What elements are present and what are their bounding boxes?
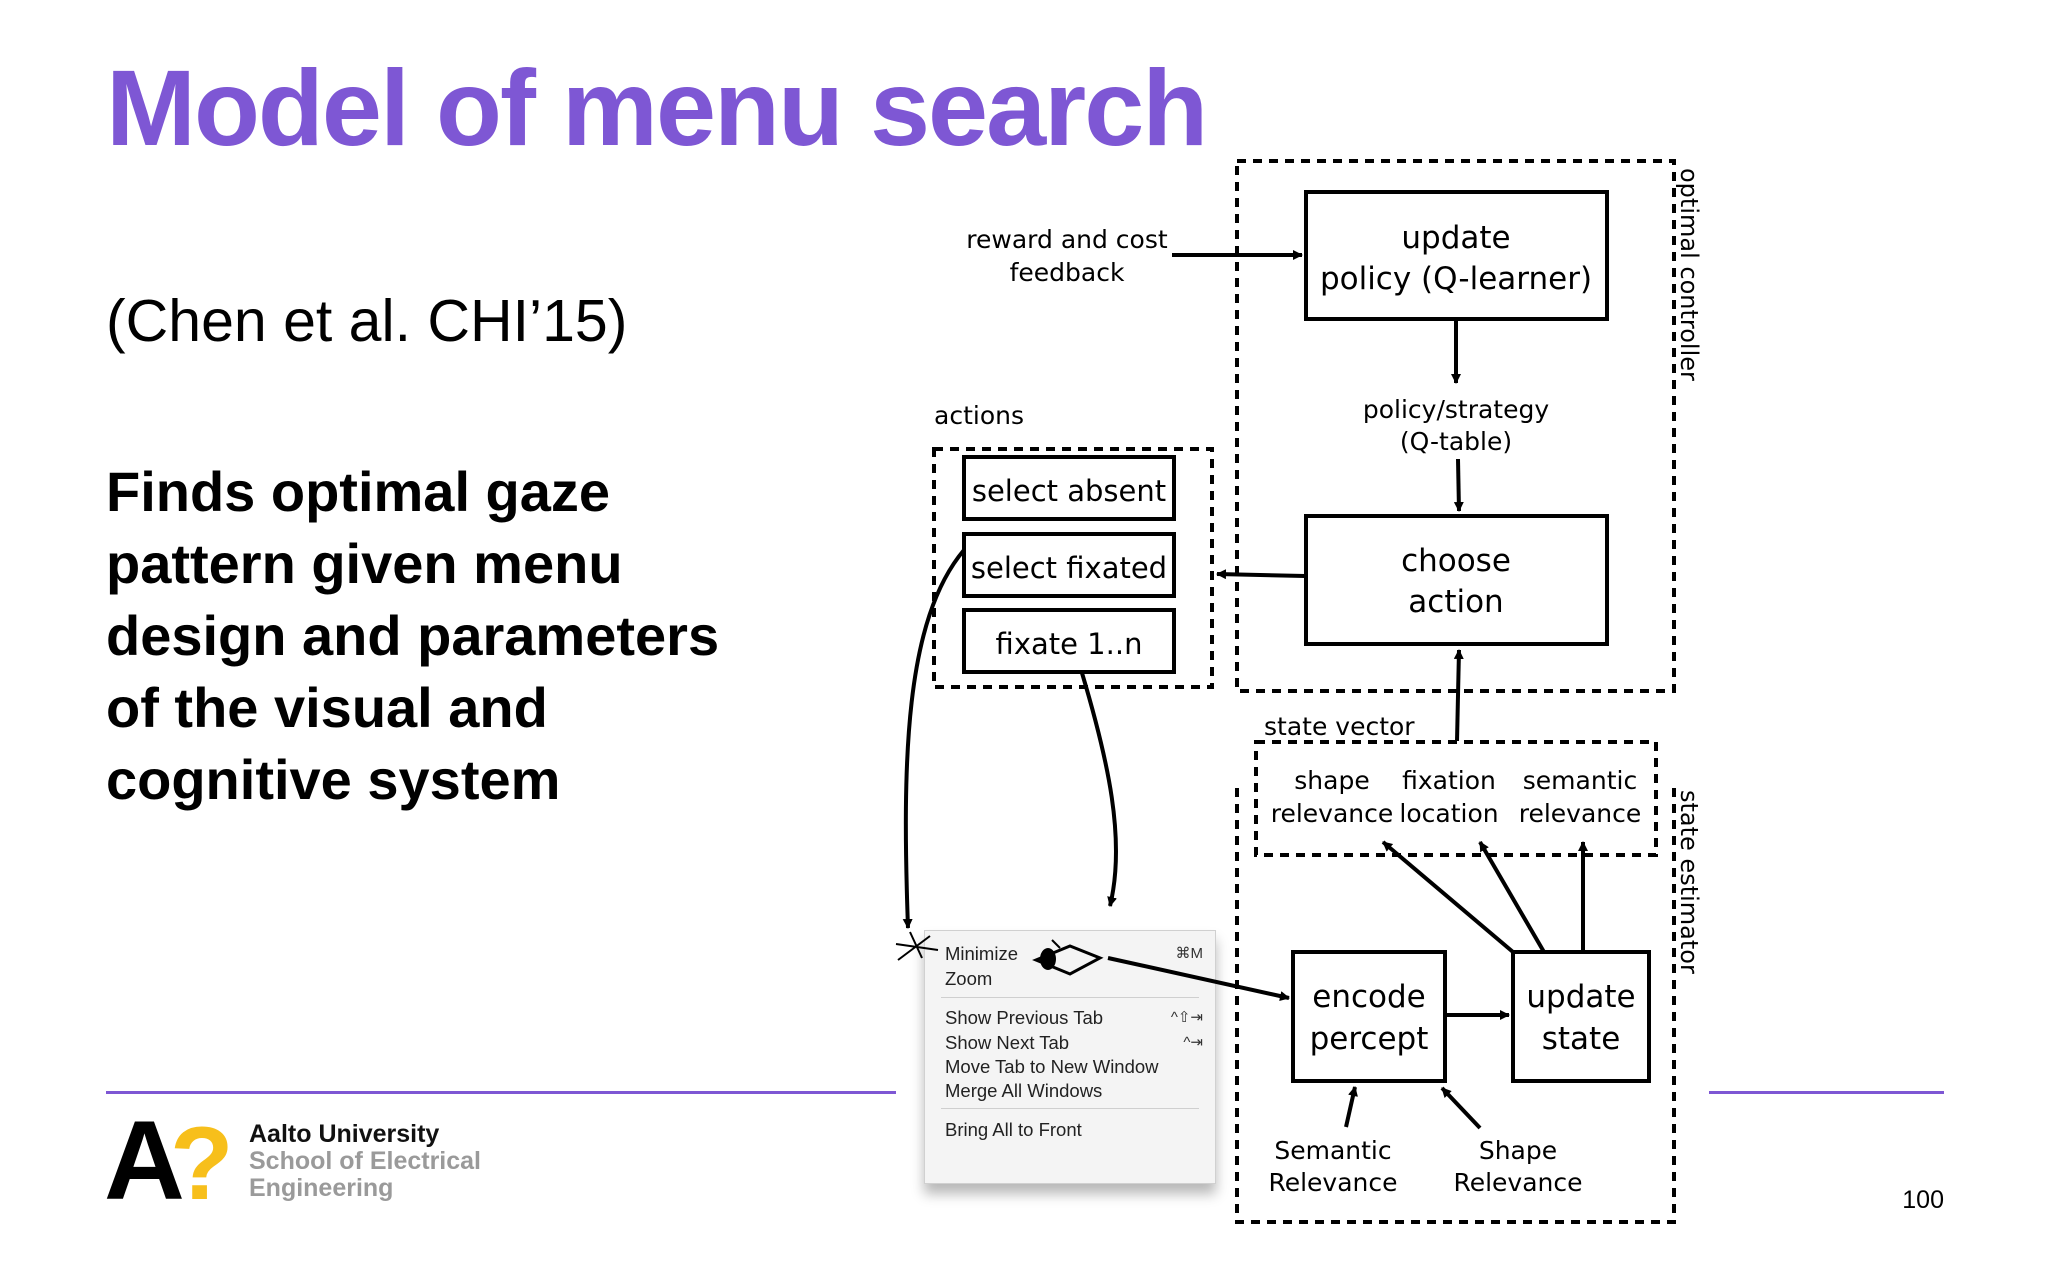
policy-strategy-line1: policy/strategy [1363, 395, 1549, 424]
description-line: cognitive system [106, 748, 561, 811]
policy-strategy-line2: (Q-table) [1400, 427, 1512, 456]
semantic-relevance-line2: Relevance [1268, 1168, 1397, 1197]
update-policy-line2: policy (Q-learner) [1320, 261, 1592, 297]
state-item-fixation-line2: location [1399, 799, 1498, 828]
action-select-fixated: select fixated [971, 551, 1167, 585]
reward-label-line2: feedback [1010, 258, 1125, 287]
logo-question-glyph: ? [170, 1108, 228, 1204]
state-item-semantic-line2: relevance [1519, 799, 1642, 828]
encode-percept-line1: encode [1312, 979, 1425, 1015]
menu-screenshot: Minimize ⌘M Zoom Show Previous Tab ^⇧⇥ S… [924, 930, 1216, 1184]
action-fixate: fixate 1..n [996, 627, 1143, 661]
menu-shortcut: ^⇥ [1183, 1034, 1203, 1051]
encode-percept-box [1291, 950, 1447, 1083]
slide-title: Model of menu search [106, 47, 1208, 168]
choose-action-line1: choose [1401, 543, 1511, 579]
state-vector-box [1254, 740, 1658, 857]
state-vector-to-choose-arrow [1453, 649, 1464, 742]
menu-item-zoom: Zoom [945, 968, 993, 989]
description: Finds optimal gaze pattern given menu de… [106, 456, 719, 816]
update-to-shape-arrow [1381, 840, 1515, 954]
update-state-line2: state [1542, 1021, 1621, 1057]
update-policy-box [1304, 190, 1609, 321]
choose-action-box [1304, 514, 1609, 646]
page-number: 100 [1902, 1186, 1944, 1214]
fixate-to-menu-arrow [1080, 672, 1119, 907]
state-item-shape-line1: shape [1294, 766, 1369, 795]
description-line: pattern given menu [106, 532, 623, 595]
menu-item-show-next-tab: Show Next Tab [945, 1032, 1070, 1053]
menu-separator [941, 997, 1199, 998]
footer-rule-right [1709, 1091, 1944, 1094]
semantic-relevance-line1: Semantic [1274, 1136, 1391, 1165]
shape-relevance-line2: Relevance [1453, 1168, 1582, 1197]
choose-action-line2: action [1408, 584, 1503, 620]
choose-to-actions-arrow [1216, 569, 1306, 580]
action-select-absent-box [962, 455, 1176, 521]
state-estimator-box [1235, 788, 1676, 1224]
state-item-shape-line2: relevance [1271, 799, 1394, 828]
footer-rule-left [106, 1091, 896, 1094]
menu-shortcut: ^⇧⇥ [1170, 1009, 1203, 1026]
actions-box [932, 447, 1214, 689]
update-to-fixation-arrow [1478, 840, 1546, 954]
action-fixate-box [962, 608, 1176, 674]
encode-percept-line2: percept [1310, 1021, 1429, 1057]
menu-item-minimize: Minimize [945, 943, 1018, 964]
menu-item-show-previous-tab: Show Previous Tab [945, 1007, 1104, 1028]
shape-relevance-line1: Shape [1479, 1136, 1557, 1165]
school-line-1: School of Electrical [249, 1147, 482, 1175]
description-line: of the visual and [106, 676, 548, 739]
state-item-fixation-line1: fixation [1402, 766, 1496, 795]
action-select-absent: select absent [972, 474, 1166, 508]
reward-label-line1: reward and cost [966, 225, 1168, 254]
citation: (Chen et al. CHI’15) [106, 288, 628, 354]
actions-label: actions [934, 401, 1024, 430]
university-label: Aalto University [249, 1120, 440, 1148]
action-select-fixated-box [962, 532, 1176, 598]
shape-relevance-arrow [1440, 1086, 1482, 1130]
school-line-2: Engineering [249, 1174, 394, 1202]
strategy-arrow [1453, 458, 1464, 512]
menu-separator [941, 1108, 1199, 1109]
menu-shortcut: ⌘M [1175, 945, 1204, 962]
menu-item-move-tab: Move Tab to New Window [945, 1056, 1159, 1077]
description-line: Finds optimal gaze [106, 460, 611, 523]
university-name: Aalto University School of Electrical En… [249, 1121, 481, 1202]
menu-item-merge-windows: Merge All Windows [945, 1080, 1103, 1101]
optimal-controller-label: optimal controller [1675, 168, 1703, 381]
aalto-logo: A ? [104, 1108, 228, 1204]
optimal-controller-box [1235, 159, 1676, 693]
menu-item-bring-to-front: Bring All to Front [945, 1119, 1082, 1140]
logo-a-glyph: A [104, 1108, 185, 1204]
state-estimator-label: state estimator [1675, 790, 1703, 974]
description-line: design and parameters [106, 604, 720, 667]
update-state-line1: update [1526, 979, 1635, 1015]
state-item-semantic-line1: semantic [1523, 766, 1637, 795]
semantic-relevance-arrow [1344, 1086, 1358, 1128]
update-state-box [1511, 950, 1651, 1083]
update-policy-line1: update [1401, 220, 1510, 256]
state-vector-label: state vector [1264, 712, 1415, 741]
select-to-menu-arrow [902, 548, 966, 929]
